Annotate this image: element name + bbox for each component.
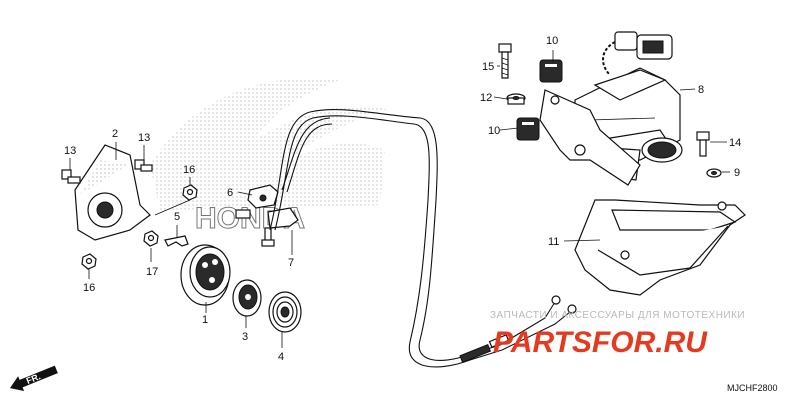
leader-lines [69,50,730,348]
callout-16-upper: 16 [183,164,195,176]
bolt-15 [498,43,512,79]
watermark-caption: ЗАПЧАСТИ И АКСЕССУАРЫ ДЛЯ МОТОТЕХНИКИ [490,310,745,321]
part-3-plate [232,279,262,317]
part-6-holder [235,184,279,219]
front-direction-arrow: FR. [9,365,58,392]
throttle-cables [269,109,571,368]
collar-12 [506,93,526,105]
part-4-spring [268,291,302,333]
callout-13-right: 13 [138,132,150,144]
callout-14: 14 [729,137,741,149]
callout-8: 8 [698,84,704,96]
callout-4: 4 [278,351,284,363]
callout-3: 3 [242,331,248,343]
part-2-cover [74,144,151,241]
callout-labels: 2 13 13 16 16 17 5 1 3 4 6 7 8 9 10 10 1… [64,35,741,363]
part-5-clip [164,235,189,247]
callout-12: 12 [480,92,492,104]
nut-17 [143,230,159,247]
callout-5: 5 [174,211,180,223]
part-11-cover [574,199,746,296]
callout-15: 15 [482,61,494,73]
part-1-pulley [180,244,231,306]
callout-9: 9 [734,167,740,179]
grommet-10-lower [516,117,540,141]
callout-6: 6 [227,187,233,199]
callout-1: 1 [202,314,208,326]
nut-16-lower [81,253,97,270]
bolt-13-left [61,169,81,184]
watermark-site: PARTSFOR.RU [493,326,708,359]
grommet-10-upper [539,59,563,83]
callout-2: 2 [112,128,118,140]
callout-17: 17 [146,266,158,278]
mount-bracket [539,89,641,186]
cable-end-fittings [459,295,577,363]
figure-code: MJCHF2800 [727,383,778,393]
bolt-13-right [134,159,153,172]
bolt-14 [696,131,710,157]
callout-10-lower: 10 [488,125,500,137]
part-7-holder [261,207,299,247]
connector [602,31,673,76]
callout-13-left: 13 [64,145,76,157]
callout-16-lower: 16 [83,282,95,294]
nut-16-upper [182,184,198,201]
washer-9 [706,168,722,178]
watermark: ЗАПЧАСТИ И АКСЕССУАРЫ ДЛЯ МОТОТЕХНИКИ PA… [490,310,745,359]
callout-7: 7 [288,257,294,269]
callout-10-upper: 10 [546,35,558,47]
callout-11: 11 [548,236,559,248]
